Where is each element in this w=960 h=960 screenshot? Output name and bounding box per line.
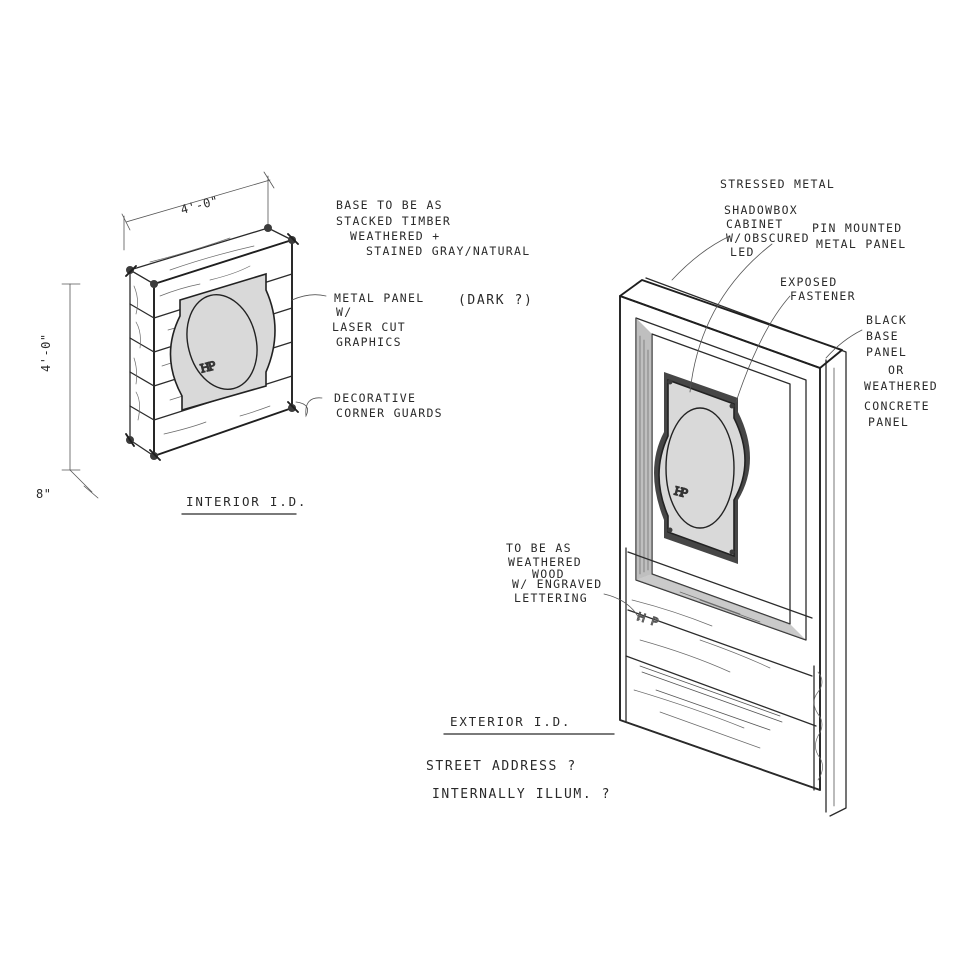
fastener-leader — [735, 295, 791, 403]
fastener-note: EXPOSED FASTENER — [780, 275, 856, 303]
svg-text:PANEL: PANEL — [868, 415, 909, 429]
svg-text:STAINED GRAY/NATURAL: STAINED GRAY/NATURAL — [366, 244, 530, 258]
svg-text:BLACK: BLACK — [866, 313, 907, 327]
svg-text:W/: W/ — [336, 305, 352, 319]
svg-text:DECORATIVE: DECORATIVE — [334, 391, 416, 405]
weathered-wood-base: HP — [619, 547, 823, 791]
exterior-sign-drawing: HP HP STRESSED METAL SHADOWBOX CABINET — [426, 177, 938, 817]
exterior-logo-panel: HP — [654, 372, 750, 564]
corner-guards — [125, 224, 299, 461]
svg-text:LETTERING: LETTERING — [514, 591, 588, 605]
svg-text:BASE: BASE — [866, 329, 899, 343]
interior-sign-drawing: 4'-0" 4'-0" 8" — [36, 171, 533, 515]
depth-dimension-label: 8" — [36, 487, 51, 501]
interior-base-note: BASE TO BE AS STACKED TIMBER WEATHERED +… — [336, 198, 530, 258]
svg-text:METAL PANEL: METAL PANEL — [334, 291, 424, 305]
svg-text:TO BE AS: TO BE AS — [506, 541, 572, 555]
svg-text:METAL PANEL: METAL PANEL — [816, 237, 906, 251]
wood-leader — [603, 593, 641, 621]
svg-text:BASE TO BE AS: BASE TO BE AS — [336, 198, 443, 212]
svg-text:STACKED TIMBER: STACKED TIMBER — [336, 214, 451, 228]
street-address-question: STREET ADDRESS ? — [426, 759, 577, 774]
interior-title: INTERIOR I.D. — [186, 494, 307, 509]
svg-text:WEATHERED +: WEATHERED + — [350, 229, 440, 243]
pin-mounted-note: PIN MOUNTED METAL PANEL — [812, 221, 906, 251]
panel-leader — [291, 294, 327, 301]
svg-text:CONCRETE: CONCRETE — [864, 399, 930, 413]
shadowbox-note: SHADOWBOX CABINET W/ OBSCURED LED — [724, 203, 810, 259]
svg-text:W/: W/ — [726, 231, 742, 245]
width-dimension: 4'-0" — [121, 171, 275, 251]
svg-text:WEATHERED: WEATHERED — [508, 555, 582, 569]
svg-text:GRAPHICS: GRAPHICS — [336, 335, 402, 349]
internally-illum-question: INTERNALLY ILLUM. ? — [432, 787, 611, 802]
base-panel-edge — [645, 277, 847, 817]
svg-text:SHADOWBOX: SHADOWBOX — [724, 203, 798, 217]
pin-leader — [689, 243, 773, 393]
svg-text:LASER CUT: LASER CUT — [332, 320, 406, 334]
width-dimension-label: 4'-0" — [179, 193, 220, 217]
timber-top-face — [129, 227, 293, 285]
interior-logo-panel: HP — [169, 272, 276, 412]
svg-text:WOOD: WOOD — [532, 567, 565, 581]
exterior-title: EXTERIOR I.D. — [450, 714, 571, 729]
base-panel-note: BLACK BASE PANEL OR WEATHERED CONCRETE P… — [864, 313, 938, 429]
stressed-metal-note: STRESSED METAL — [720, 177, 835, 191]
svg-text:FASTENER: FASTENER — [790, 289, 856, 303]
svg-text:PIN MOUNTED: PIN MOUNTED — [812, 221, 902, 235]
guards-leader — [295, 397, 323, 418]
svg-text:W/ ENGRAVED: W/ ENGRAVED — [512, 577, 602, 591]
svg-text:CABINET: CABINET — [726, 217, 784, 231]
weathered-wood-note: TO BE AS WEATHERED WOOD W/ ENGRAVED LETT… — [506, 541, 602, 605]
svg-text:OR: OR — [888, 363, 904, 377]
svg-text:CORNER GUARDS: CORNER GUARDS — [336, 406, 443, 420]
svg-text:LED: LED — [730, 245, 755, 259]
interior-panel-note: METAL PANEL W/ LASER CUT GRAPHICS (DARK … — [332, 291, 533, 349]
base-panel-leader — [825, 329, 863, 359]
svg-text:OBSCURED: OBSCURED — [744, 231, 810, 245]
height-dimension: 4'-0" 8" — [36, 283, 99, 501]
svg-text:WEATHERED: WEATHERED — [864, 379, 938, 393]
svg-text:EXPOSED: EXPOSED — [780, 275, 838, 289]
timber-side-face — [129, 269, 155, 457]
svg-text:PANEL: PANEL — [866, 345, 907, 359]
interior-guards-note: DECORATIVE CORNER GUARDS — [334, 391, 443, 420]
svg-text:(DARK ?): (DARK ?) — [458, 293, 533, 308]
metal-leader — [671, 235, 731, 281]
height-dimension-label: 4'-0" — [39, 333, 53, 372]
